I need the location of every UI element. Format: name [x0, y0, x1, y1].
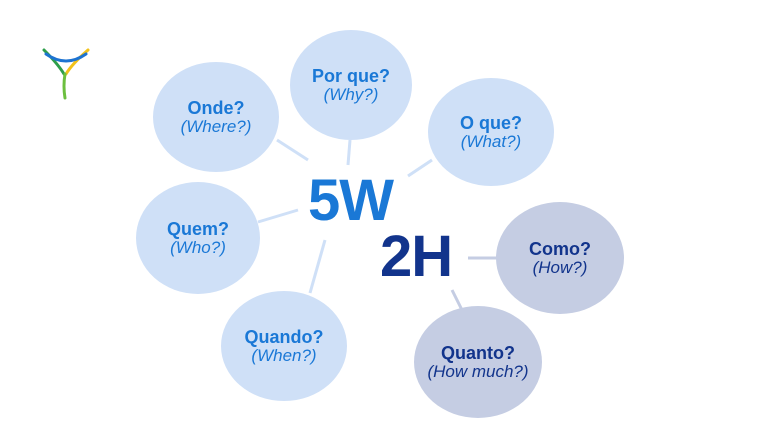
bubble-where-pt: Onde? — [187, 97, 245, 118]
bubble-when-pt: Quando? — [244, 326, 324, 347]
bubble-where-en: (Where?) — [180, 116, 252, 136]
bubble-who-en: (Who?) — [170, 237, 226, 257]
center-2h-label: 2H — [380, 224, 453, 289]
center-5w-label: 5W — [308, 168, 394, 233]
y-shaped-logo-icon — [42, 48, 90, 100]
bubble-when-en: (When?) — [251, 345, 317, 365]
bubble-why: Por que? (Why?) — [290, 30, 412, 140]
connector-why — [346, 139, 352, 166]
bubble-how-en: (How?) — [532, 257, 588, 277]
bubble-how-much: Quanto? (How much?) — [414, 306, 542, 418]
connector-who — [257, 208, 299, 224]
connector-how-much — [450, 289, 464, 311]
bubble-how-much-en: (How much?) — [427, 361, 529, 381]
bubble-what-en: (What?) — [460, 131, 522, 151]
bubble-what-pt: O que? — [460, 112, 522, 133]
connector-where — [276, 138, 309, 162]
bubble-how-much-pt: Quanto? — [441, 342, 515, 363]
bubble-why-pt: Por que? — [311, 65, 390, 86]
bubble-how-pt: Como? — [529, 238, 591, 259]
bubble-who: Quem? (Who?) — [136, 182, 260, 294]
bubble-where: Onde? (Where?) — [153, 62, 279, 172]
bubble-how: Como? (How?) — [496, 202, 624, 314]
connector-when — [308, 239, 327, 294]
bubble-why-en: (Why?) — [323, 84, 379, 104]
bubble-when: Quando? (When?) — [221, 291, 347, 401]
bubble-who-pt: Quem? — [166, 218, 229, 239]
bubble-what: O que? (What?) — [428, 78, 554, 186]
connector-what — [407, 158, 433, 178]
